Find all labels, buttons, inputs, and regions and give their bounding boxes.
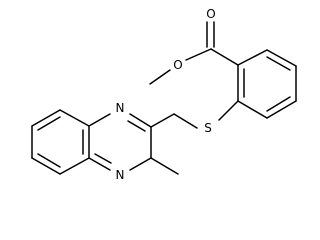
bond-ring-a4-a5 xyxy=(266,100,297,119)
bond-ring-a1-a2 xyxy=(237,49,268,66)
bond-c2-n1 xyxy=(129,113,152,128)
bond-sulfur-ch2 xyxy=(173,113,198,129)
benzoate-ring xyxy=(237,49,297,119)
bond-ring-a2-a3 xyxy=(266,49,297,67)
bond-c5-c6 xyxy=(31,157,61,175)
bond-c2-n1-inner xyxy=(127,120,146,132)
bond-ring-a5-a6 xyxy=(237,100,268,119)
bond-c8-c8a xyxy=(59,109,90,127)
bond-c3-n4 xyxy=(129,157,152,171)
atom-label-nitrogen-lower: N xyxy=(116,168,125,182)
bond-benzo-inner-3 xyxy=(37,116,61,131)
bond-ring-sulfur xyxy=(218,100,239,121)
bond-ring-inner-2 xyxy=(266,96,291,112)
atom-label-ester-oxygen: O xyxy=(173,58,182,72)
chemical-structure-drawing: O O S N N xyxy=(31,7,297,182)
methyl-ester-group xyxy=(149,21,239,85)
benzo-ring xyxy=(31,109,90,175)
bond-ring-inner-1 xyxy=(266,56,291,71)
bond-benzo-inner-2 xyxy=(37,153,61,168)
bond-carbonyl-ring xyxy=(210,48,239,66)
bond-o-carbonyl-carbon xyxy=(185,48,212,61)
bond-n1-c8a xyxy=(88,113,111,127)
bond-c3-methyl xyxy=(150,157,179,175)
bond-c4a-c5 xyxy=(59,157,90,175)
atom-label-carbonyl-oxygen: O xyxy=(206,7,215,21)
bond-n4-c4a-inner xyxy=(94,153,112,164)
bond-n4-c4a xyxy=(88,157,111,171)
atom-label-sulfur: S xyxy=(204,121,212,135)
bond-methyl-o xyxy=(149,69,171,85)
pyrazine-ring xyxy=(88,113,179,175)
bond-c7-c8 xyxy=(31,109,61,127)
bond-ch2-quinoxaline xyxy=(150,113,175,128)
atom-label-nitrogen-upper: N xyxy=(116,101,125,115)
thioether-linker xyxy=(150,100,239,129)
